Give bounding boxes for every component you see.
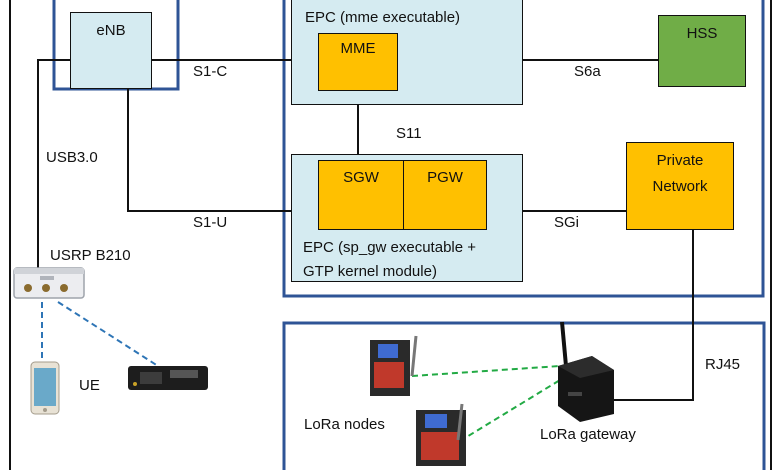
pgw-label: PGW: [427, 169, 463, 186]
private-network-label-line1: Private: [656, 152, 704, 169]
enb-label: eNB: [96, 22, 126, 39]
sgi-label: SGi: [554, 214, 580, 231]
epc-spgw-label-line2: GTP kernel module): [303, 263, 437, 280]
lora-node-1-icon: [370, 335, 418, 396]
epc-spgw-label-line1: EPC (sp_gw executable +: [303, 239, 477, 256]
usrp-device-icon: [13, 267, 85, 299]
private-network-label-line2: Network: [652, 178, 708, 195]
lora-node-2-icon: [416, 403, 466, 466]
s6a-label: S6a: [574, 63, 601, 80]
s1u-label: S1-U: [193, 214, 228, 231]
usb-label: USB3.0: [46, 149, 98, 166]
private-network-node[interactable]: [626, 142, 734, 230]
lora-gateway-label: LoRa gateway: [540, 426, 636, 443]
ue-phone-icon: [30, 361, 60, 415]
hss-label: HSS: [686, 25, 718, 42]
rj45-label: RJ45: [705, 356, 741, 373]
usb-link: [37, 59, 70, 268]
lora-gateway-icon: [558, 321, 614, 422]
hss-node[interactable]: [658, 15, 746, 87]
lte-device-board-icon: [128, 366, 208, 390]
sgw-label: SGW: [343, 169, 379, 186]
s1c-label: S1-C: [193, 63, 228, 80]
mme-label: MME: [340, 40, 376, 57]
enb-frame: [52, 0, 180, 91]
ue-label: UE: [79, 377, 100, 394]
rj45-link: [612, 230, 694, 401]
enb-node[interactable]: [70, 12, 152, 89]
s1u-link: [127, 60, 318, 212]
pgw-node[interactable]: [403, 160, 487, 230]
wireless-link-lte-device: [57, 301, 159, 367]
lora-nodes-label: LoRa nodes: [304, 416, 385, 433]
epc-mme-label: EPC (mme executable): [305, 9, 461, 26]
usrp-label: USRP B210: [50, 247, 131, 264]
sgw-node[interactable]: [318, 160, 404, 230]
core-frame: [282, 0, 765, 298]
s11-label: S11: [396, 125, 422, 142]
lora-frame: [282, 321, 766, 470]
mme-node[interactable]: [318, 33, 398, 91]
wireless-link-lora-node-1: [411, 365, 561, 377]
